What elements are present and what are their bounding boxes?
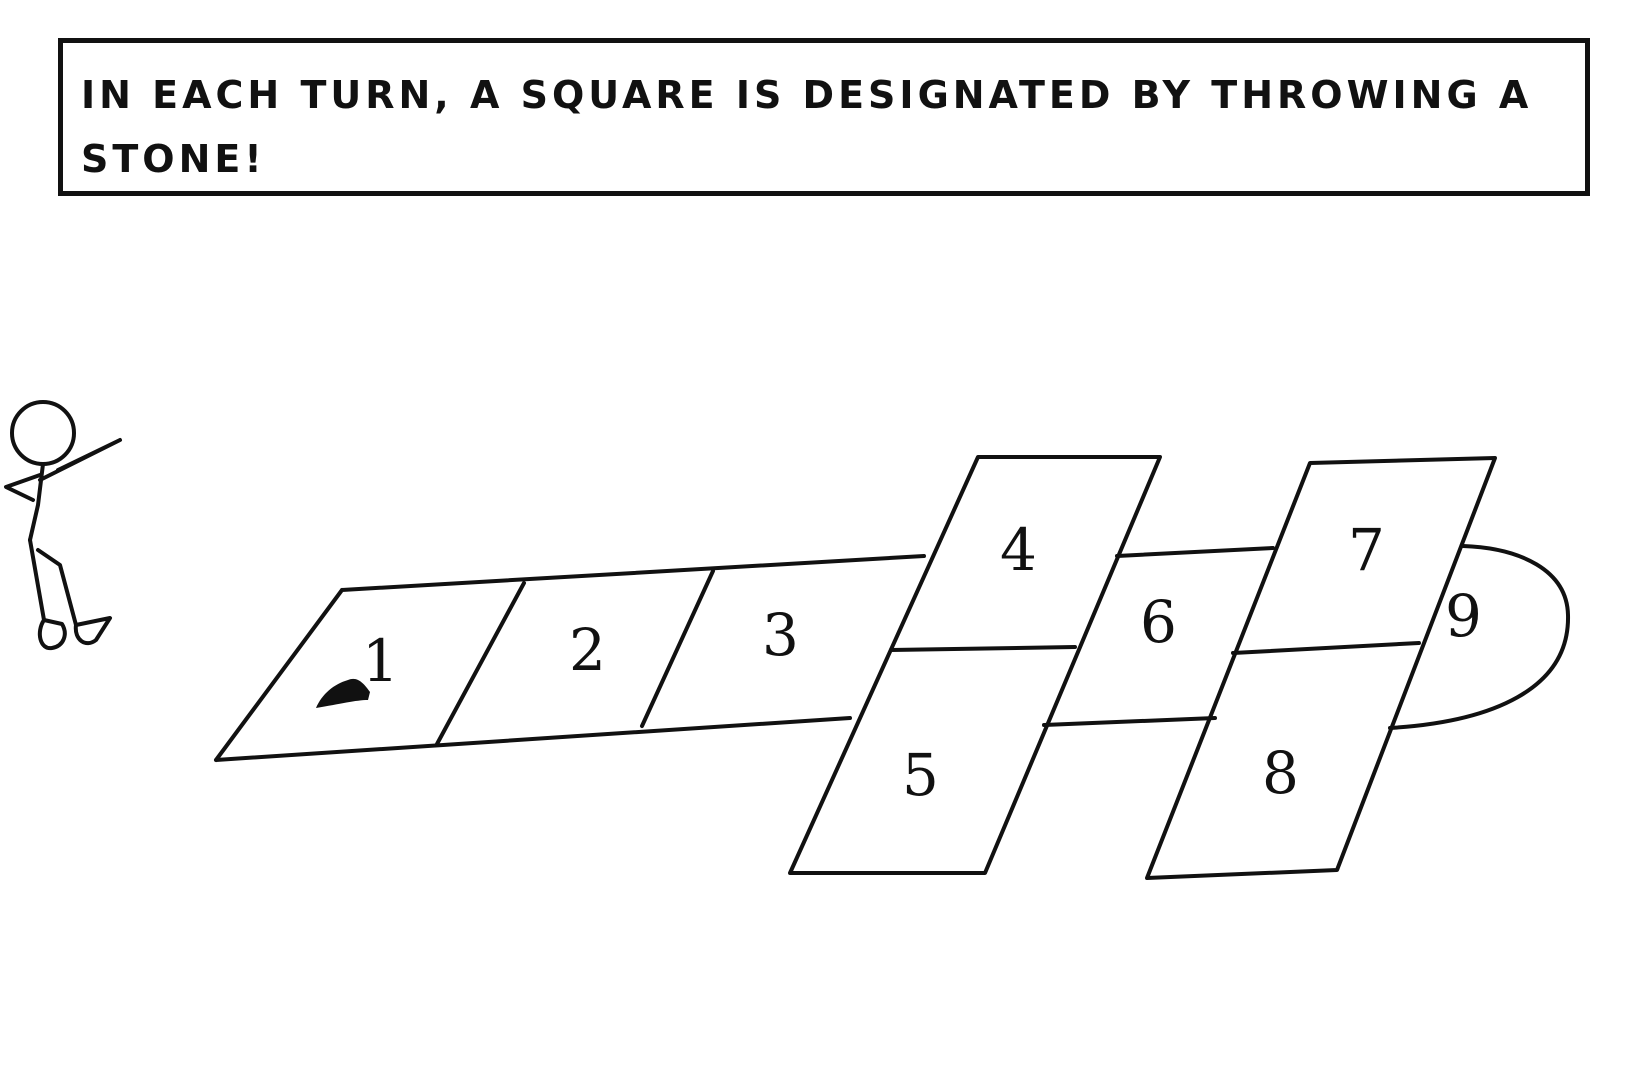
figure-leg-right — [36, 548, 78, 627]
strip-outline — [214, 554, 926, 762]
figure-foot-right — [73, 616, 112, 646]
square-label-5: 5 — [902, 741, 939, 809]
square-label-1: 1 — [362, 627, 399, 695]
square-9-outline — [1388, 544, 1571, 730]
square-label-3: 3 — [762, 601, 799, 669]
figure-head — [10, 400, 76, 466]
block-7-8-outline — [1145, 456, 1497, 880]
figure-leg-left — [28, 538, 46, 622]
strip-mid-bottom — [1042, 716, 1217, 727]
square-label-2: 2 — [569, 616, 606, 684]
square-label-6: 6 — [1140, 588, 1177, 656]
square-label-4: 4 — [1000, 516, 1037, 584]
caption-text: IN EACH TURN, A SQUARE IS DESIGNATED BY … — [81, 73, 1533, 181]
stone — [316, 678, 370, 708]
figure-arm-throwing — [38, 438, 122, 482]
block-4-5-outline — [788, 455, 1162, 875]
strip-mid-top — [1115, 546, 1275, 558]
figure-foot-left — [37, 618, 67, 651]
figure-arm-back — [4, 473, 42, 502]
square-label-7: 7 — [1348, 516, 1385, 584]
divider-2-3 — [640, 569, 715, 728]
divider-7-8 — [1231, 641, 1421, 655]
square-label-8: 8 — [1262, 739, 1299, 807]
divider-4-5 — [889, 645, 1077, 652]
caption-box: IN EACH TURN, A SQUARE IS DESIGNATED BY … — [58, 38, 1590, 196]
stick-figure — [4, 400, 122, 651]
divider-1-2 — [435, 581, 526, 746]
square-label-9: 9 — [1445, 582, 1482, 650]
